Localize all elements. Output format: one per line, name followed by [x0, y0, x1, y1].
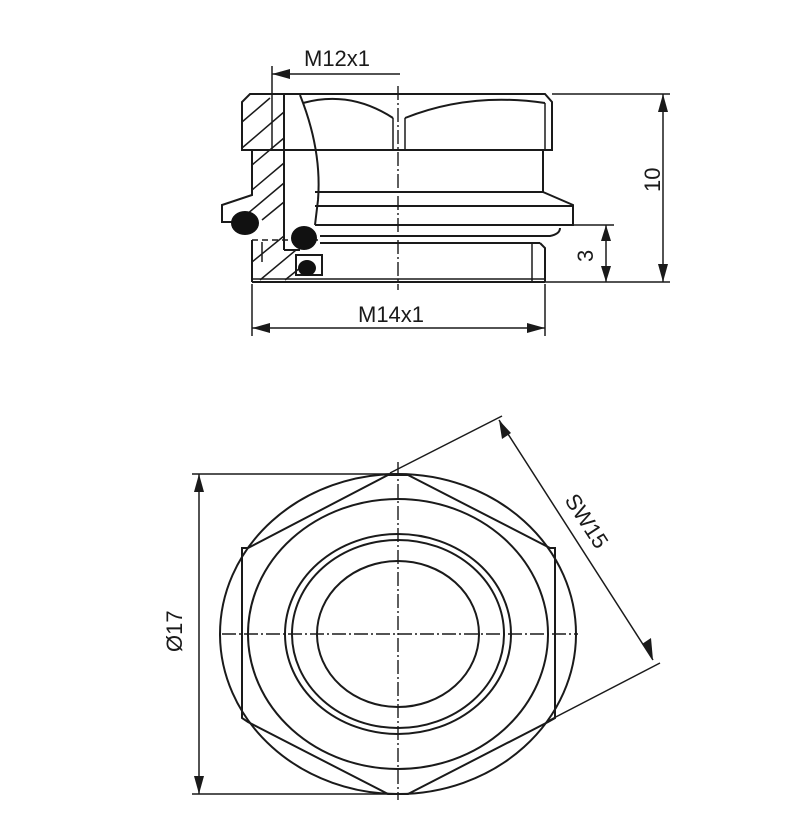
- label-height: 10: [640, 168, 665, 192]
- o-rings: [231, 211, 317, 276]
- dimension-height: 10: [545, 93, 670, 283]
- dimension-m12x1: M12x1: [271, 46, 400, 150]
- label-wrench-size: SW15: [560, 489, 614, 553]
- hexagon: [241, 474, 556, 795]
- label-m14x1: M14x1: [358, 302, 424, 327]
- o-ring-outer: [231, 211, 259, 235]
- label-thread-length: 3: [573, 250, 598, 262]
- top-view: Ø17 SW15: [162, 415, 661, 800]
- label-m12x1: M12x1: [304, 46, 370, 71]
- plug-body: [221, 93, 574, 283]
- dimension-wrench-size: SW15: [389, 415, 661, 722]
- dimension-thread-length: 3: [573, 224, 614, 282]
- dimension-diameter: Ø17: [162, 473, 398, 795]
- o-ring-inner: [298, 260, 316, 276]
- o-ring-middle: [291, 226, 317, 250]
- label-diameter: Ø17: [162, 610, 187, 652]
- section-hatching: [239, 97, 301, 281]
- dimension-m14x1: M14x1: [251, 284, 546, 336]
- side-view: M12x1: [221, 46, 670, 336]
